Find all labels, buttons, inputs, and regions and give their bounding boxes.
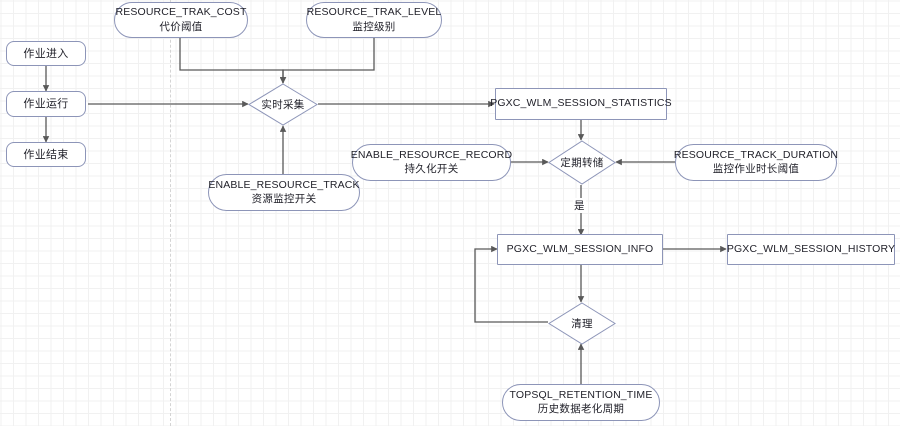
node-enable-resource-track-code: ENABLE_RESOURCE_TRACK bbox=[208, 178, 360, 191]
node-resource-track-duration-cn: 监控作业时长阈值 bbox=[712, 163, 800, 175]
decision-cleanup-label: 清理 bbox=[571, 318, 593, 330]
diamond-shape-dump bbox=[548, 140, 616, 185]
node-enable-resource-track[interactable]: ENABLE_RESOURCE_TRACK 资源监控开关 bbox=[208, 174, 360, 211]
edge-trakcost-realtime bbox=[179, 37, 287, 84]
node-resource-trak-level-cn: 监控级别 bbox=[352, 20, 396, 33]
decision-cleanup[interactable]: 清理 bbox=[548, 302, 616, 345]
node-enable-resource-record-code: ENABLE_RESOURCE_RECORD bbox=[350, 148, 513, 161]
edge-label-dump-yes: 是 bbox=[573, 198, 586, 213]
node-topsql-retention-time-code: TOPSQL_RETENTION_TIME bbox=[509, 388, 653, 401]
node-resource-trak-cost[interactable]: RESOURCE_TRAK_COST 代价阈值 bbox=[114, 2, 248, 38]
node-resource-trak-cost-cn: 代价阈值 bbox=[159, 20, 203, 33]
node-job-end-label: 作业结束 bbox=[23, 148, 69, 161]
decision-realtime-collect[interactable]: 实时采集 bbox=[248, 83, 318, 126]
node-enable-resource-track-cn: 资源监控开关 bbox=[251, 193, 317, 205]
node-pgxc-wlm-session-info-code: PGXC_WLM_SESSION_INFO bbox=[506, 242, 654, 255]
node-pgxc-wlm-session-info[interactable]: PGXC_WLM_SESSION_INFO bbox=[497, 234, 663, 265]
node-enable-resource-record[interactable]: ENABLE_RESOURCE_RECORD 持久化开关 bbox=[350, 144, 513, 181]
dashed-guide-line bbox=[170, 0, 171, 426]
node-pgxc-wlm-session-history-code: PGXC_WLM_SESSION_HISTORY bbox=[726, 242, 896, 255]
node-job-end[interactable]: 作业结束 bbox=[6, 142, 86, 167]
node-resource-track-duration[interactable]: RESOURCE_TRACK_DURATION 监控作业时长阈值 bbox=[673, 144, 839, 181]
diamond-shape-realtime bbox=[248, 83, 318, 126]
node-job-running[interactable]: 作业运行 bbox=[6, 91, 86, 117]
node-job-enter[interactable]: 作业进入 bbox=[6, 41, 86, 66]
node-topsql-retention-time-cn: 历史数据老化周期 bbox=[537, 403, 625, 415]
edge-traklevel-realtime bbox=[279, 37, 375, 84]
node-resource-trak-cost-code: RESOURCE_TRAK_COST bbox=[115, 6, 247, 19]
node-pgxc-wlm-session-statistics-code: PGXC_WLM_SESSION_STATISTICS bbox=[490, 97, 672, 110]
node-enable-resource-record-cn: 持久化开关 bbox=[404, 163, 459, 175]
node-pgxc-wlm-session-history[interactable]: PGXC_WLM_SESSION_HISTORY bbox=[727, 234, 895, 265]
node-job-running-label: 作业运行 bbox=[23, 98, 69, 111]
node-pgxc-wlm-session-statistics[interactable]: PGXC_WLM_SESSION_STATISTICS bbox=[490, 88, 672, 120]
decision-realtime-collect-label: 实时采集 bbox=[261, 99, 305, 111]
node-resource-trak-level-code: RESOURCE_TRAK_LEVEL bbox=[306, 6, 442, 19]
decision-periodic-dump-label: 定期转储 bbox=[560, 157, 604, 169]
node-resource-trak-level[interactable]: RESOURCE_TRAK_LEVEL 监控级别 bbox=[306, 2, 442, 38]
decision-periodic-dump[interactable]: 定期转储 bbox=[548, 140, 616, 185]
node-topsql-retention-time[interactable]: TOPSQL_RETENTION_TIME 历史数据老化周期 bbox=[502, 384, 660, 421]
node-job-enter-label: 作业进入 bbox=[23, 47, 69, 60]
node-resource-track-duration-code: RESOURCE_TRACK_DURATION bbox=[673, 148, 839, 161]
